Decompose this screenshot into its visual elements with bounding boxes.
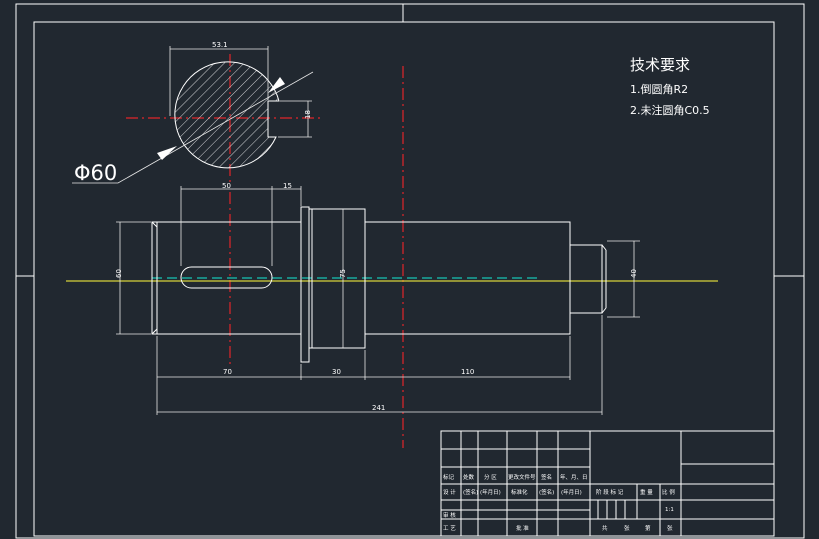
section-view: 53.1 18 Φ60 [72, 41, 322, 185]
dim-total-length: 241 [372, 404, 385, 412]
tb-approve: 批 准 [516, 524, 529, 532]
diameter-leader [72, 71, 314, 184]
tb-standardization: 标准化 [511, 488, 528, 496]
dim-keyway-length: 50 [222, 182, 231, 190]
tb-std-sign: (签名) [539, 488, 554, 496]
tech-req-title: 技术要求 [630, 56, 690, 74]
dim-length-30: 30 [332, 368, 341, 376]
keyway-slot [180, 266, 273, 289]
tb-sheet: 张 [667, 524, 673, 532]
tb-std-date: (年月日) [561, 488, 582, 496]
tb-review: 审 核 [443, 511, 456, 519]
section-hatch [174, 61, 279, 168]
tb-design: 设 计 [443, 488, 456, 496]
tb-weight: 重 量 [640, 488, 653, 496]
tb-scale-label: 比 例 [662, 488, 675, 496]
dim-shoulder-diameter: 75 [339, 269, 347, 278]
sheet-border [15, 3, 805, 539]
tb-sheets: 张 [624, 524, 630, 532]
dim-left-diameter: 60 [115, 269, 123, 278]
tb-mark: 标记 [443, 473, 455, 481]
tb-count: 处数 [463, 473, 475, 481]
tb-zone: 分 区 [484, 473, 497, 481]
tb-change-doc: 更改文件号 [508, 473, 536, 481]
dim-keyway-offset: 15 [283, 182, 292, 190]
diameter-label: Φ60 [74, 161, 117, 185]
tb-date: 年、月、日 [560, 473, 588, 481]
tb-design-date: (年月日) [480, 488, 501, 496]
tb-scale-value: 1:1 [665, 507, 674, 513]
title-block: 标记 处数 分 区 更改文件号 签名 年、月、日 设 计 (签名) (年月日) … [440, 430, 775, 537]
tech-req-line-2: 2.未注圆角C0.5 [630, 103, 710, 117]
shaft-end-step [569, 244, 603, 314]
dim-53-1: 53.1 [212, 41, 228, 49]
shaft-front-view: 50 15 60 75 40 70 30 110 241 [66, 66, 718, 448]
technical-requirements: 技术要求 1.倒圆角R2 2.未注圆角C0.5 [630, 56, 710, 117]
dim-right-diameter: 40 [630, 269, 638, 278]
tb-stage-mark: 阶 段 标 记 [596, 488, 624, 496]
tb-signature: 签名 [541, 473, 552, 481]
tb-design-sign: (签名) [463, 488, 478, 496]
shaft-shoulder-ring [300, 206, 310, 363]
tb-sheet-no: 第 [645, 524, 651, 532]
tb-total: 共 [602, 524, 608, 532]
dim-length-110: 110 [461, 368, 474, 376]
tech-req-line-1: 1.倒圆角R2 [630, 83, 688, 96]
tb-process: 工 艺 [443, 525, 456, 532]
dim-length-70: 70 [223, 368, 232, 376]
section-outline [174, 61, 280, 169]
dim-18: 18 [304, 110, 312, 119]
